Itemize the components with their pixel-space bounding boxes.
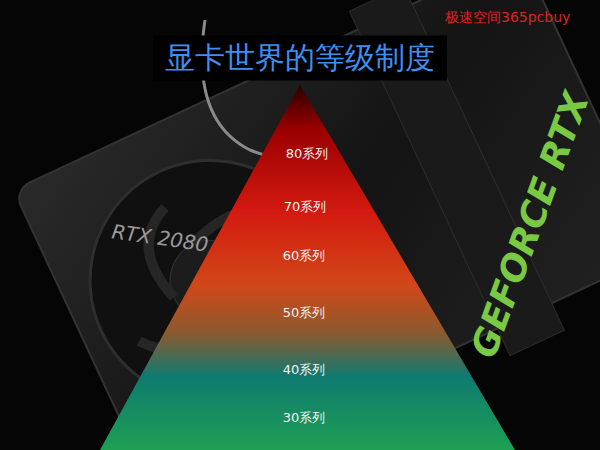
watermark: 极速空间365pcbuy [445, 10, 570, 25]
tier-label: 60系列 [283, 249, 326, 263]
hierarchy-pyramid [100, 85, 515, 450]
tier-label: 30系列 [283, 411, 326, 425]
tier-label: 50系列 [283, 306, 326, 320]
tier-label: 80系列 [286, 147, 329, 161]
tier-label: 70系列 [284, 200, 327, 214]
tier-label: 40系列 [283, 363, 326, 377]
diagram-title: 显卡世界的等级制度 [153, 36, 447, 81]
